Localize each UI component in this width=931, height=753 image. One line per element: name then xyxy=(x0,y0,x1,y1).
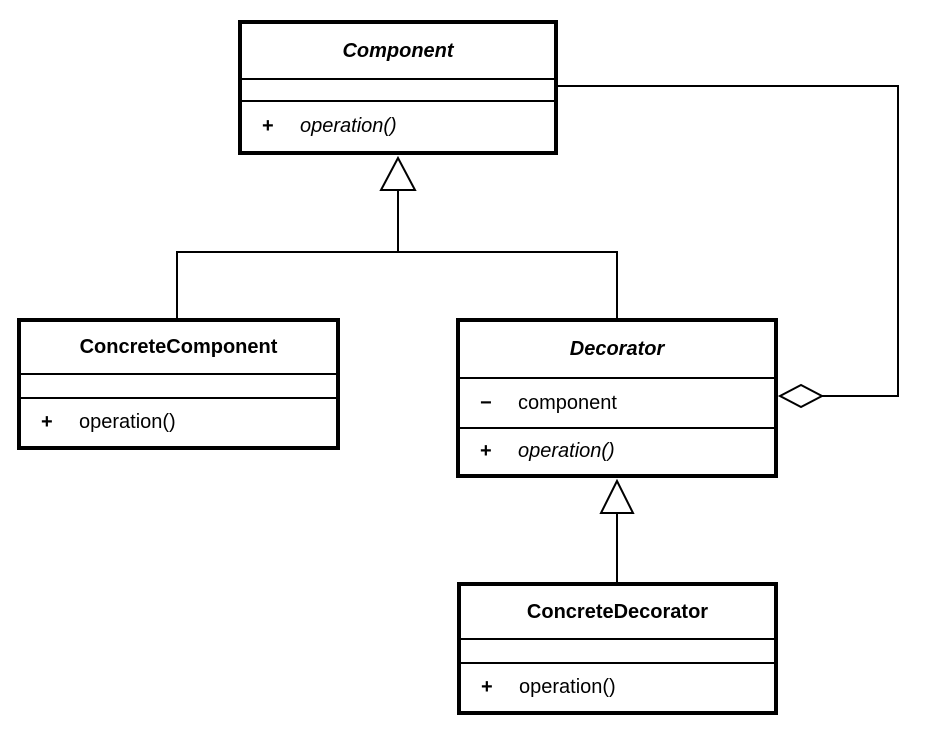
operation-signature: operation() xyxy=(300,115,397,137)
attributes-compartment xyxy=(21,373,336,397)
class-title: ConcreteComponent xyxy=(79,336,278,358)
operation-signature: operation() xyxy=(79,411,176,433)
operation-row: + operation() xyxy=(461,664,774,711)
visibility-marker: + xyxy=(481,676,493,698)
visibility-marker: − xyxy=(480,391,492,414)
aggregation-link xyxy=(558,85,899,409)
operations-compartment: + operation() xyxy=(460,427,774,474)
visibility-marker: + xyxy=(262,115,274,137)
class-box-component: Component + operation() xyxy=(238,20,558,155)
class-box-concrete-component: ConcreteComponent + operation() xyxy=(17,318,340,450)
operations-compartment: + operation() xyxy=(21,397,336,446)
attributes-compartment: − component xyxy=(460,377,774,427)
attribute-name: component xyxy=(518,391,617,414)
attributes-compartment xyxy=(242,78,554,100)
generalization-to-component xyxy=(176,155,618,318)
operation-row: + operation() xyxy=(21,399,336,446)
visibility-marker: + xyxy=(480,440,492,462)
aggregation-diamond-icon xyxy=(777,383,825,409)
class-title: ConcreteDecorator xyxy=(526,600,709,623)
operation-signature: operation() xyxy=(518,440,615,462)
generalization-arrowhead-icon xyxy=(379,155,417,191)
operation-row: + operation() xyxy=(242,102,554,151)
operation-signature: operation() xyxy=(519,676,616,698)
class-box-decorator: Decorator − component + operation() xyxy=(456,318,778,478)
class-title: Decorator xyxy=(569,338,665,360)
visibility-marker: + xyxy=(41,411,53,433)
operations-compartment: + operation() xyxy=(461,662,774,711)
class-box-concrete-decorator: ConcreteDecorator + operation() xyxy=(457,582,778,715)
generalization-arrowhead-icon xyxy=(599,478,635,514)
class-title: Component xyxy=(342,39,454,62)
attributes-compartment xyxy=(461,638,774,662)
operation-row: + operation() xyxy=(460,429,774,474)
attribute-row: − component xyxy=(460,379,774,427)
generalization-to-decorator xyxy=(599,478,635,582)
operations-compartment: + operation() xyxy=(242,100,554,151)
